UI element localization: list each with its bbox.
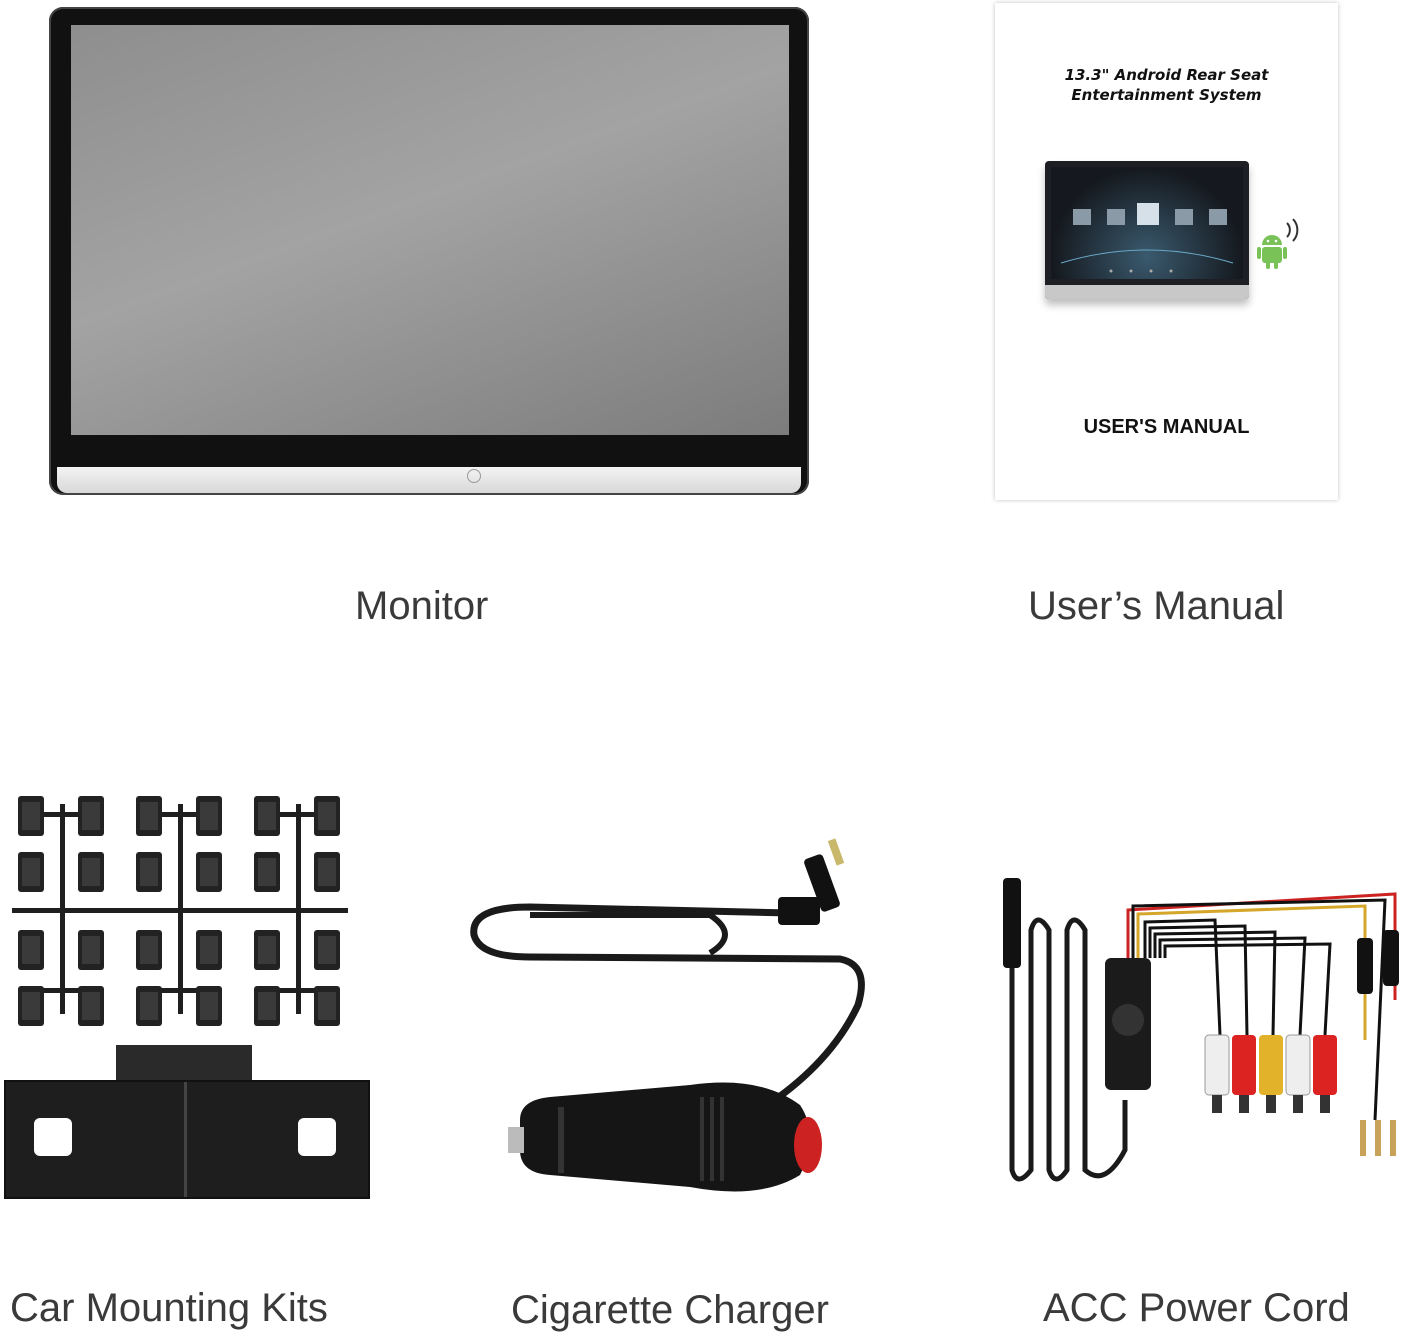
monitor-screen — [71, 25, 789, 435]
device-home-screen — [1060, 203, 1234, 273]
manual-device-illustration — [1045, 161, 1249, 299]
mounting-bracket-image — [4, 1080, 370, 1199]
acc-power-cord-image — [1003, 878, 1399, 1182]
mounting-clips-image — [12, 792, 348, 1032]
power-icon — [467, 469, 481, 483]
bracket-clip — [116, 1045, 252, 1085]
cigarette-charger-caption: Cigarette Charger — [511, 1288, 829, 1332]
users-manual-image: 13.3" Android Rear Seat Entertainment Sy… — [995, 3, 1338, 500]
users-manual-caption: User’s Manual — [1028, 584, 1285, 628]
acc-power-cord-caption: ACC Power Cord — [1043, 1286, 1350, 1330]
monitor-caption: Monitor — [355, 584, 489, 628]
android-robot-icon — [1257, 235, 1287, 269]
manual-title-line2: Entertainment System — [1071, 86, 1262, 104]
cigarette-charger-image — [470, 838, 865, 1192]
wireless-signal-icon — [1286, 218, 1299, 242]
manual-title-line1: 13.3" Android Rear Seat — [1064, 66, 1269, 84]
manual-label: USER'S MANUAL — [1083, 416, 1250, 438]
manual-title: 13.3" Android Rear Seat Entertainment Sy… — [995, 65, 1338, 105]
monitor-bezel — [57, 467, 801, 493]
monitor-image — [49, 7, 809, 495]
mounting-kits-caption: Car Mounting Kits — [10, 1286, 328, 1330]
